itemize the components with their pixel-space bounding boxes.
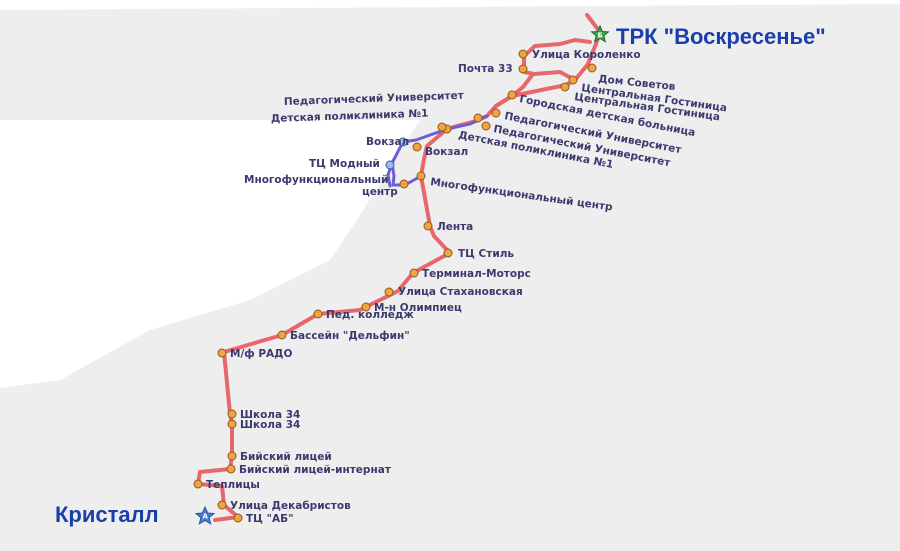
stop-marker[interactable] (587, 63, 597, 73)
stop-marker[interactable] (277, 330, 287, 340)
stop-label: Лента (437, 221, 473, 233)
stop-marker[interactable] (227, 409, 237, 419)
stop-label: Школа 34 (240, 409, 300, 421)
stop-label: Почта 33 (458, 63, 513, 75)
stop-marker[interactable] (398, 137, 408, 147)
terminal-start-label: Кристалл (55, 502, 159, 527)
stop-marker[interactable] (507, 90, 517, 100)
stop-label: Теплицы (206, 479, 260, 491)
stop-label: Пед. колледж (326, 309, 414, 321)
stop-label: ТЦ Стиль (458, 248, 514, 260)
stop-label: Бийский лицей-интернат (239, 464, 392, 476)
map-background-area (0, 4, 900, 551)
stop-marker[interactable] (361, 302, 371, 312)
route-line-alt (390, 114, 489, 187)
stop-marker[interactable] (409, 268, 419, 278)
stop-label: Улица Короленко (532, 49, 641, 61)
terminal-start-marker[interactable]: А (194, 505, 216, 525)
stop-marker[interactable] (385, 160, 395, 170)
stop-label: Многофункциональный (244, 174, 388, 186)
stop-marker[interactable] (481, 121, 491, 131)
stop-marker[interactable] (423, 221, 433, 231)
stop-label: Бассейн "Дельфин" (290, 330, 410, 342)
stop-marker[interactable] (491, 108, 501, 118)
stop-label: Вокзал (425, 146, 468, 158)
stop-marker[interactable] (226, 464, 236, 474)
stop-label: Детская поликлиника №1 (271, 108, 429, 125)
stop-marker[interactable] (518, 64, 528, 74)
stop-marker[interactable] (217, 348, 227, 358)
star-marker-icon (590, 24, 610, 43)
stop-marker[interactable] (233, 513, 243, 523)
stop-marker[interactable] (217, 500, 227, 510)
stop-marker[interactable] (193, 479, 203, 489)
stop-marker[interactable] (412, 142, 422, 152)
stop-marker[interactable] (227, 451, 237, 461)
stop-label: ТЦ Модный (309, 158, 380, 170)
stop-label: Бийский лицей (240, 451, 332, 463)
route-line-loop-3 (494, 72, 535, 108)
stop-marker[interactable] (560, 82, 570, 92)
terminal-end-label: ТРК "Воскресенье" (616, 24, 826, 49)
stop-marker[interactable] (437, 122, 447, 132)
stop-label: Вокзал (366, 136, 409, 148)
svg-text:А: А (203, 513, 209, 521)
svg-text:Б: Б (598, 32, 603, 40)
stop-marker[interactable] (416, 171, 426, 181)
stop-marker[interactable] (399, 179, 409, 189)
star-marker-icon (194, 505, 216, 525)
stop-marker[interactable] (227, 419, 237, 429)
stop-label: центр (362, 186, 398, 198)
stop-marker[interactable] (473, 113, 483, 123)
stop-label: Улица Стахановская (398, 286, 523, 298)
stop-label: ТЦ "АБ" (246, 513, 294, 525)
route-line-loop (522, 38, 592, 58)
stop-label: Школа 34 (240, 419, 300, 431)
terminal-end-marker[interactable]: Б (590, 24, 610, 43)
stop-label: Терминал-Моторс (422, 268, 531, 280)
stop-marker[interactable] (313, 309, 323, 319)
stop-marker[interactable] (443, 248, 453, 258)
stop-label: М/ф РАДО (230, 348, 293, 360)
stop-marker[interactable] (384, 287, 394, 297)
stop-label: Улица Декабристов (230, 500, 351, 512)
stop-marker[interactable] (568, 75, 578, 85)
stop-label: М-н Олимпиец (374, 302, 462, 314)
stop-marker[interactable] (518, 49, 528, 59)
